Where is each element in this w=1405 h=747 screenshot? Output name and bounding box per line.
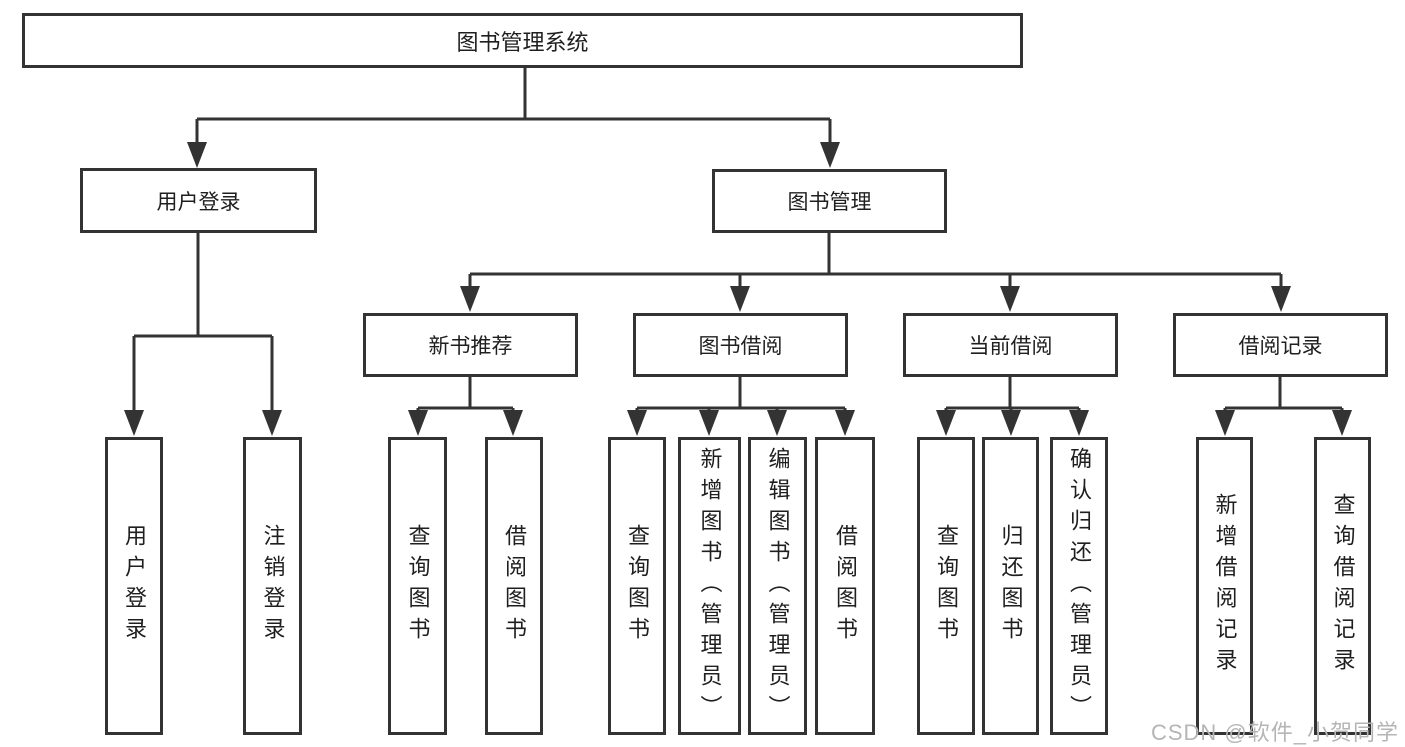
node-user-login: 用户登录 — [80, 168, 317, 233]
node-label: 借阅图书 — [502, 524, 527, 648]
arrowhead-icon — [1000, 286, 1020, 312]
csdn-watermark: CSDN @软件_小贺同学 — [1150, 720, 1399, 745]
arrowhead-icon — [503, 410, 523, 436]
node-label: 图书借阅 — [698, 335, 783, 358]
arrowhead-icon — [627, 410, 647, 436]
leaf-borrow-books-recommend: 借阅图书 — [485, 437, 543, 735]
arrowhead-icon — [835, 410, 855, 436]
arrowhead-icon — [936, 410, 956, 436]
leaf-add-books-admin: 新增图书（管理员） — [678, 437, 741, 735]
arrowhead-icon — [1001, 410, 1021, 436]
node-label: 注销登录 — [260, 524, 286, 648]
arrowhead-icon — [820, 142, 840, 168]
node-label: 归还图书 — [998, 524, 1024, 648]
node-label: 确认归还（管理员） — [1067, 446, 1092, 726]
arrowhead-icon — [124, 410, 144, 436]
arrowhead-icon — [730, 286, 750, 312]
node-library-system: 图书管理系统 — [22, 13, 1023, 68]
leaf-query-books: 查询图书 — [608, 437, 666, 735]
leaf-borrow-books: 借阅图书 — [815, 437, 875, 735]
leaf-user-login: 用户登录 — [105, 437, 163, 735]
leaf-query-current-books: 查询图书 — [917, 437, 975, 735]
node-label: 查询借阅记录 — [1330, 493, 1356, 679]
node-label: 用户登录 — [122, 524, 147, 648]
arrowhead-icon — [262, 410, 282, 436]
node-label: 用户登录 — [156, 190, 241, 214]
node-label: 图书管理系统 — [456, 29, 589, 55]
node-label: 借阅图书 — [833, 524, 858, 648]
node-label: 查询图书 — [625, 524, 650, 648]
leaf-add-borrow-record: 新增借阅记录 — [1196, 437, 1253, 735]
node-label: 新书推荐 — [428, 335, 513, 358]
arrowhead-icon — [187, 142, 207, 168]
arrowhead-icon — [767, 410, 787, 436]
node-current-borrow: 当前借阅 — [903, 313, 1118, 377]
node-label: 编辑图书（管理员） — [765, 446, 791, 726]
node-label: 查询图书 — [405, 524, 431, 648]
arrowheads — [124, 142, 1352, 436]
arrowhead-icon — [1332, 410, 1352, 436]
node-book-borrow: 图书借阅 — [633, 313, 848, 377]
node-borrow-records: 借阅记录 — [1173, 313, 1388, 377]
node-book-management: 图书管理 — [712, 169, 947, 233]
node-label: 查询图书 — [934, 524, 959, 648]
arrowhead-icon — [1215, 410, 1235, 436]
arrowhead-icon — [460, 286, 480, 312]
leaf-logout: 注销登录 — [243, 437, 302, 735]
leaf-return-books: 归还图书 — [982, 437, 1039, 735]
leaf-query-books-recommend: 查询图书 — [388, 437, 447, 735]
node-label: 新增图书（管理员） — [697, 446, 723, 726]
node-label: 当前借阅 — [968, 335, 1053, 358]
arrowhead-icon — [1069, 410, 1089, 436]
arrowhead-icon — [699, 410, 719, 436]
node-new-book-recommend: 新书推荐 — [363, 313, 578, 377]
leaf-confirm-return-admin: 确认归还（管理员） — [1050, 437, 1108, 735]
arrowhead-icon — [408, 410, 428, 436]
node-label: 图书管理 — [787, 191, 872, 214]
arrowhead-icon — [1271, 286, 1291, 312]
leaf-edit-books-admin: 编辑图书（管理员） — [748, 437, 807, 735]
node-label: 借阅记录 — [1238, 335, 1323, 358]
leaf-query-borrow-record: 查询借阅记录 — [1314, 437, 1371, 735]
node-label: 新增借阅记录 — [1212, 493, 1238, 679]
